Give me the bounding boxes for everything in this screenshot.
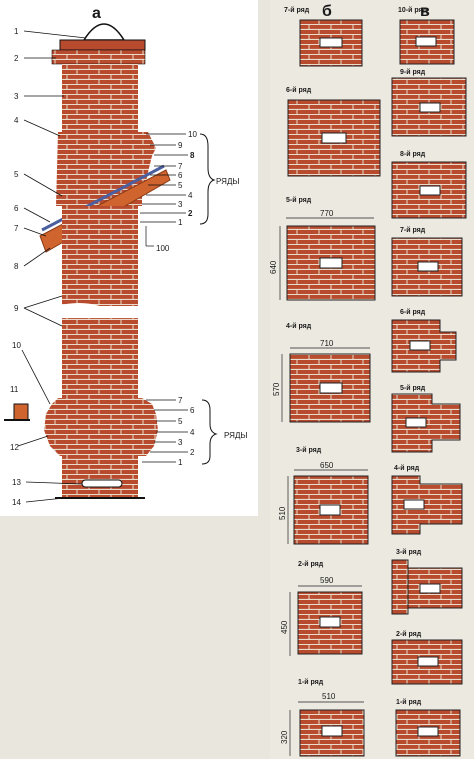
roof-row-10: 10 (188, 130, 197, 139)
b-row-4-height: 570 (272, 382, 281, 396)
chimney-upper-pipe (62, 64, 138, 132)
label-1: 1 (14, 27, 19, 36)
label-11: 11 (10, 385, 19, 394)
b-row-6-label: 6-й ряд (286, 86, 312, 94)
v-row-6-label: 6-й ряд (400, 308, 426, 316)
label-8: 8 (14, 262, 19, 271)
base-row-5: 5 (178, 417, 183, 426)
b-row-5-height: 640 (269, 260, 278, 274)
roof-row-6: 6 (178, 171, 183, 180)
roof-row-4: 4 (188, 191, 193, 200)
b-row-5-width: 770 (320, 209, 334, 218)
roof-row-1: 1 (178, 218, 183, 227)
v-row-7-label: 7-й ряд (400, 226, 426, 234)
b-row-2-label: 2-й ряд (298, 560, 324, 568)
base-rows-brace (201, 399, 218, 465)
chimney-lower-pipe (62, 206, 138, 306)
label-7: 7 (14, 224, 19, 233)
v-row-3-label: 3-й ряд (396, 548, 422, 556)
b-row-2-width: 590 (320, 576, 334, 585)
b-row-4-width: 710 (320, 339, 334, 348)
b-row-3-height: 510 (278, 506, 287, 520)
roof-row-3: 3 (178, 200, 183, 209)
roof-row-8: 8 (190, 151, 195, 160)
b-row-5-label: 5-й ряд (286, 196, 312, 204)
v-row-5-label: 5-й ряд (400, 384, 426, 392)
v-row-10-label: 10-й ряд (398, 6, 428, 14)
v-row-2-label: 2-й ряд (396, 630, 422, 638)
base-row-6: 6 (190, 406, 195, 415)
label-9: 9 (14, 304, 19, 313)
v-row-1-label: 1-й ряд (396, 698, 422, 706)
roof-row-5: 5 (178, 181, 183, 190)
label-5: 5 (14, 170, 19, 179)
label-14: 14 (12, 498, 21, 507)
chimney-mid-pipe (62, 318, 138, 398)
v-row-4-label: 4-й ряд (394, 464, 420, 472)
label-13: 13 (12, 478, 21, 487)
base-row-3: 3 (178, 438, 183, 447)
label-2: 2 (14, 54, 19, 63)
roof-row-7: 7 (178, 162, 183, 171)
panel-a-letter: а (92, 5, 101, 22)
b-row-7-label: 7-й ряд (284, 6, 310, 14)
label-10: 10 (12, 341, 21, 350)
base-rows-word: РЯДЫ (224, 431, 247, 440)
b-row-1-height: 320 (280, 730, 289, 744)
label-6: 6 (14, 204, 19, 213)
roof-row-2: 2 (188, 209, 193, 218)
base-row-2: 2 (190, 448, 195, 457)
v-row-4-plan (391, 475, 463, 535)
panel-v: в 10-й ряд 9-й ряд 8-й ряд 7-й ряд 6-й р… (391, 3, 467, 757)
v-row-10-plan (399, 19, 455, 65)
chimney-break (56, 303, 144, 321)
roof-row-9: 9 (178, 141, 183, 150)
roof-rows-word: РЯДЫ (216, 177, 239, 186)
cleaning-hole (81, 479, 123, 488)
b-row-1-label: 1-й ряд (298, 678, 324, 686)
base-row-7: 7 (178, 396, 183, 405)
b-row-1-width: 510 (322, 692, 336, 701)
v-row-9-label: 9-й ряд (400, 68, 426, 76)
b-row-3-width: 650 (320, 461, 334, 470)
label-3: 3 (14, 92, 19, 101)
chimney-base-otter (44, 398, 158, 456)
panel-b: б 7-й ряд 6-й ряд 5-й ряд 770 640 4-й ря… (269, 3, 381, 757)
item-11-damper (13, 403, 29, 421)
chimney-cap (59, 39, 146, 51)
b-row-4-label: 4-й ряд (286, 322, 312, 330)
v-row-8-label: 8-й ряд (400, 150, 426, 158)
chimney-head (51, 49, 146, 65)
base-row-4: 4 (190, 428, 195, 437)
label-12: 12 (10, 443, 19, 452)
label-4: 4 (14, 116, 19, 125)
b-row-3-label: 3-й ряд (296, 446, 322, 454)
offset-label: 100 (156, 244, 170, 253)
base-row-1: 1 (178, 458, 183, 467)
panel-b-letter: б (322, 3, 332, 20)
chimney-otter (56, 132, 156, 206)
chimney-bottom-pipe (62, 456, 138, 498)
panel-v-letter: в (420, 3, 430, 20)
roof-rows-brace (199, 133, 216, 225)
panel-a: а 1 2 3 4 5 6 7 8 9 10 11 12 (4, 5, 247, 507)
b-row-2-height: 450 (280, 620, 289, 634)
